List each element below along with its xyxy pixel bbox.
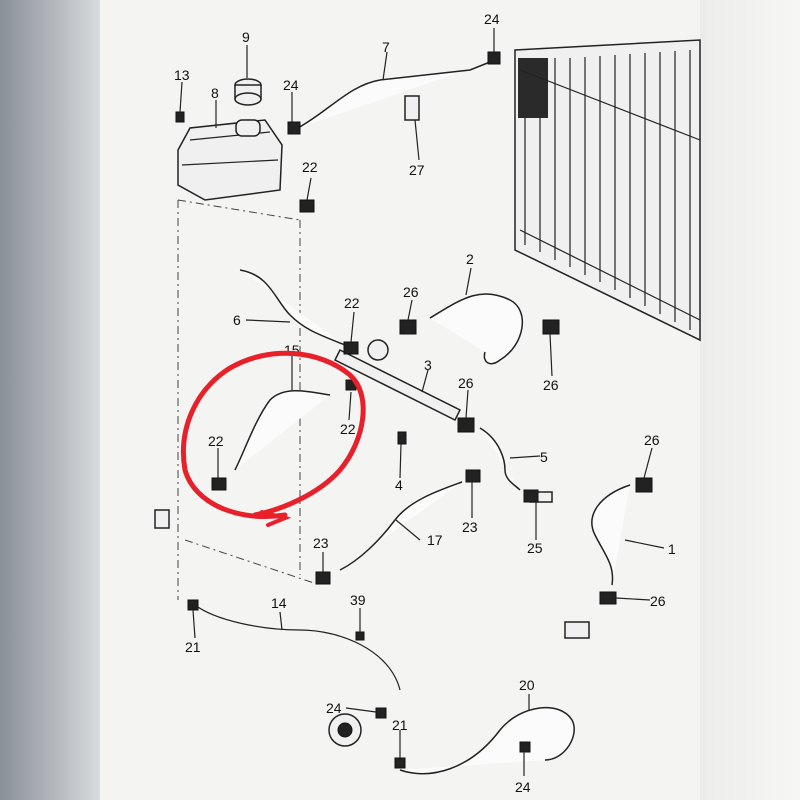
callout-4: 4 — [395, 477, 403, 493]
callout-24-tank: 24 — [283, 77, 299, 93]
callout-14: 14 — [271, 595, 287, 611]
callout-27: 27 — [409, 162, 425, 178]
callout-26-low: 26 — [650, 593, 666, 609]
callout-17: 17 — [427, 532, 443, 548]
hose-1 — [591, 484, 631, 586]
red-highlight-arrow-tip — [260, 510, 292, 527]
red-highlight-circle — [180, 350, 366, 520]
callout-24-top: 24 — [484, 11, 500, 27]
nut-13 — [175, 111, 185, 123]
callout-23-mid: 23 — [462, 519, 478, 535]
hose-7 — [297, 61, 491, 129]
hose-17 — [339, 481, 463, 571]
callout-13: 13 — [174, 67, 190, 83]
callout-26-right: 26 — [543, 377, 559, 393]
hose-5 — [479, 427, 521, 491]
hose-15 — [234, 390, 331, 471]
hose-20 — [399, 706, 575, 775]
connector-27 — [404, 95, 420, 121]
outlet-26-lower — [564, 621, 590, 639]
callout-21-left: 21 — [185, 639, 201, 655]
callout-24-thermo: 24 — [326, 700, 342, 716]
callout-8: 8 — [211, 85, 219, 101]
callout-21-low: 21 — [392, 717, 408, 733]
callout-26-mid: 26 — [403, 284, 419, 300]
callout-39: 39 — [350, 592, 366, 608]
bracket-left — [154, 509, 170, 529]
thermostat-housing — [328, 713, 362, 747]
callout-2: 2 — [466, 251, 474, 267]
sheet-right-margin — [700, 0, 800, 800]
callout-1: 1 — [668, 541, 676, 557]
hose-6 — [239, 269, 346, 346]
callout-22-tank: 22 — [302, 159, 318, 175]
callout-22-left: 22 — [208, 433, 224, 449]
radiator — [514, 39, 701, 342]
hose-2 — [429, 293, 524, 365]
callout-6: 6 — [233, 312, 241, 328]
callout-3: 3 — [424, 357, 432, 373]
reservoir-cap — [234, 78, 262, 106]
callout-7: 7 — [382, 39, 390, 55]
coolant-reservoir — [177, 119, 283, 201]
callout-25: 25 — [527, 540, 543, 556]
callout-26-hose1: 26 — [644, 432, 660, 448]
callout-22-inner: 22 — [340, 421, 356, 437]
hose-14 — [194, 604, 401, 691]
callout-labels: 9 7 24 13 8 24 27 22 2 22 26 6 1 5 3 26 2… — [174, 11, 676, 795]
callout-22-mid: 22 — [344, 295, 360, 311]
leader-lines — [179, 28, 665, 776]
callout-26-pipe: 26 — [458, 375, 474, 391]
pipe-3 — [333, 348, 462, 422]
callout-5: 5 — [540, 449, 548, 465]
callout-20: 20 — [519, 677, 535, 693]
callout-9: 9 — [242, 29, 250, 45]
callout-23-low: 23 — [313, 535, 329, 551]
callout-24-bottom: 24 — [515, 779, 531, 795]
